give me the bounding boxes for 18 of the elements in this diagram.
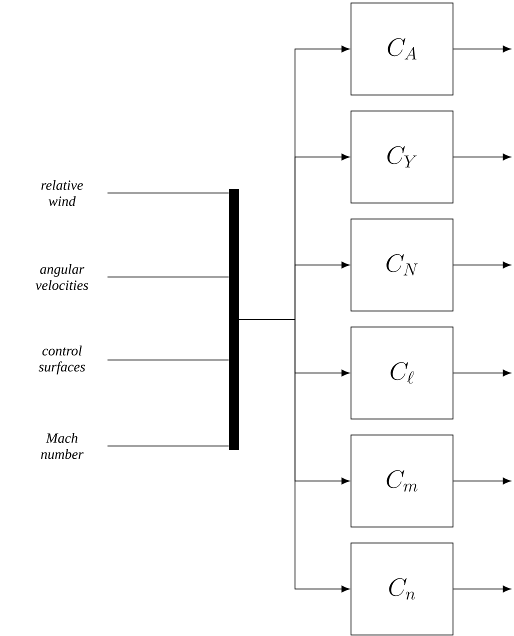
input-label: relative wind: [41, 180, 83, 206]
arrow: [453, 370, 511, 376]
arrow: [238, 319, 350, 592]
coefficient-box: $C_{\ell}$: [350, 326, 454, 420]
arrow: [453, 586, 511, 592]
coefficient-box: $C_{A}$: [350, 2, 454, 96]
coefficient-box: $C_{n}$: [350, 542, 454, 636]
mux-bar: [229, 189, 239, 450]
arrow: [453, 154, 511, 160]
input-label: control surfaces: [38, 346, 85, 374]
arrow: [453, 262, 511, 268]
arrow: [453, 478, 511, 484]
coefficient-box: $C_{N}$: [350, 218, 454, 312]
arrow: [453, 46, 511, 52]
input-label: Mach number: [41, 433, 84, 459]
input-label: angular velocities: [36, 264, 88, 290]
coefficient-box: $C_{m}$: [350, 434, 454, 528]
coefficient-box: $C_{Y}$: [350, 110, 454, 204]
